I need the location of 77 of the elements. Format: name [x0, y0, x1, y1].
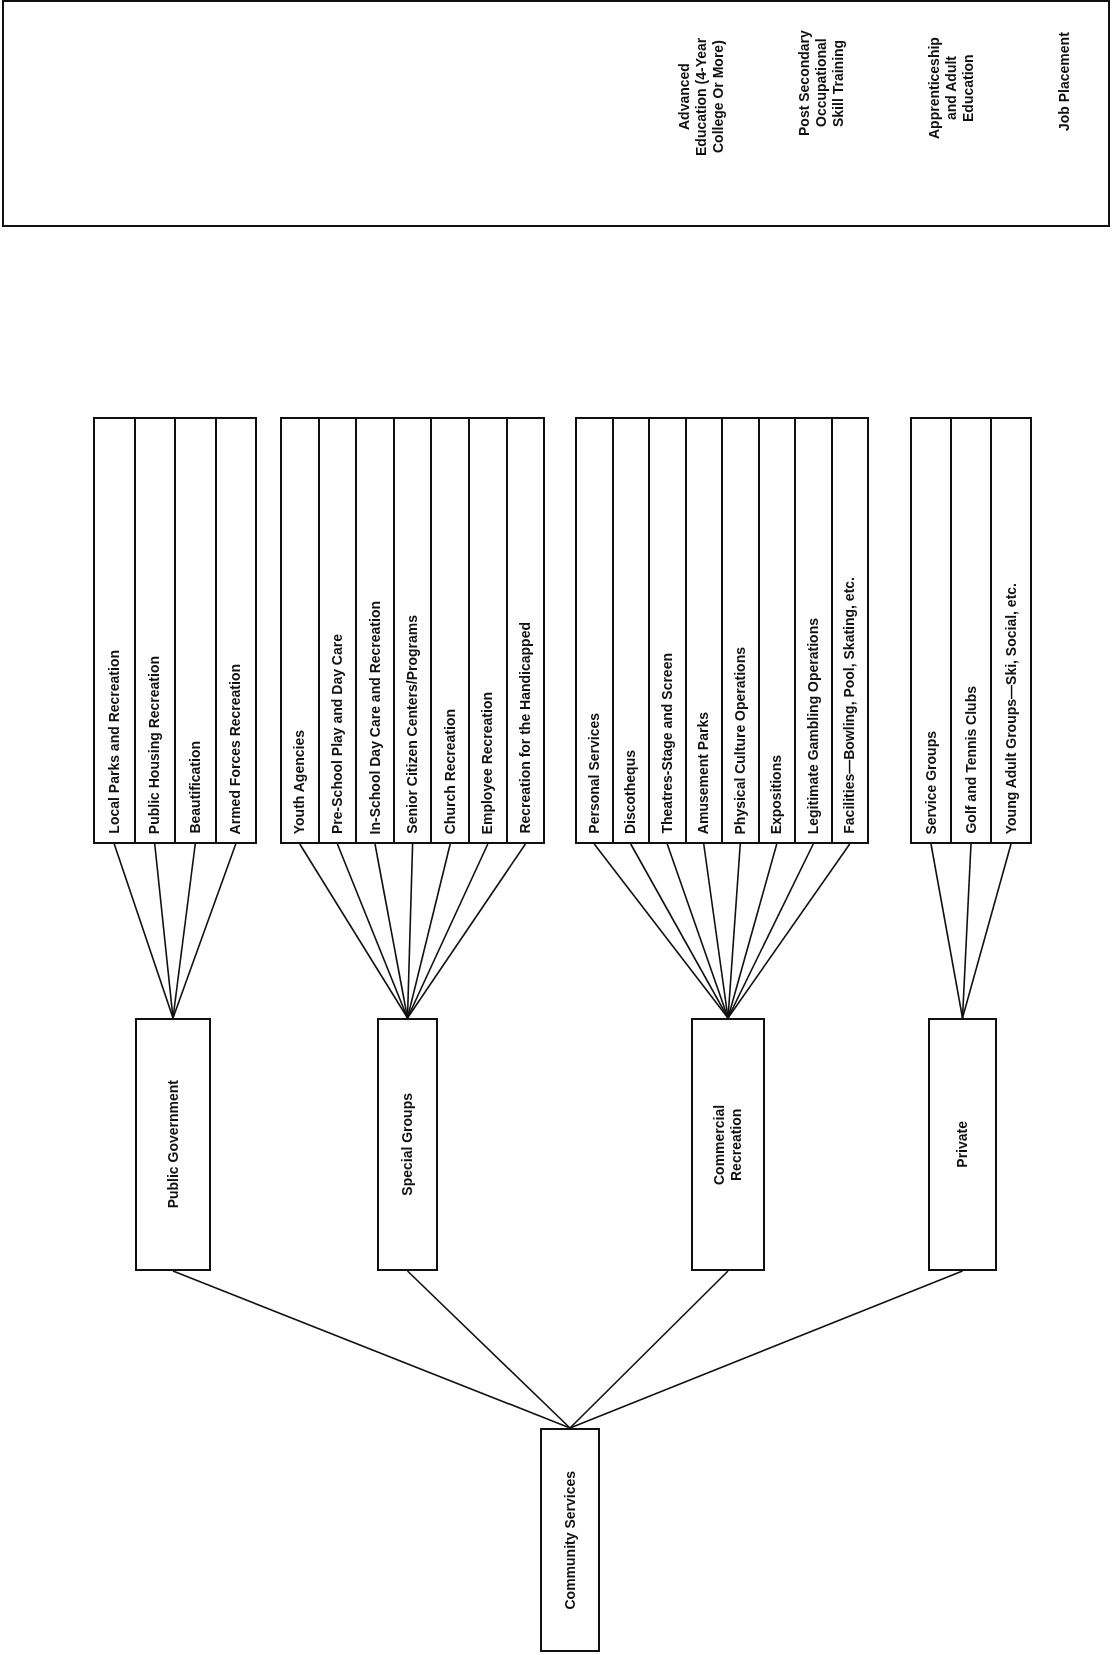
connector-line	[930, 843, 964, 1019]
item-label: Public Housing Recreation	[146, 655, 164, 834]
item-label: Pre-School Play and Day Care	[329, 634, 346, 834]
list-item-box	[280, 417, 320, 844]
header-panel	[2, 0, 1110, 227]
connector-line	[593, 843, 729, 1019]
item-label: Local Parks and Recreation	[105, 650, 123, 834]
connector-line	[113, 843, 174, 1019]
connector-line	[569, 1270, 729, 1429]
connector-line	[727, 843, 851, 1019]
connector-line	[406, 843, 527, 1019]
list-item-box	[317, 417, 358, 844]
connector-line	[406, 1270, 571, 1429]
list-item-box	[355, 417, 395, 844]
column-heading: Apprenticeship and Adult Education	[926, 36, 977, 141]
connector-line	[172, 1270, 571, 1429]
list-item-box	[468, 417, 508, 844]
list-item-box	[648, 417, 687, 844]
list-item-box	[505, 417, 546, 844]
list-item-box	[430, 417, 470, 844]
item-label: Personal Services	[585, 713, 603, 834]
list-item-box	[910, 417, 952, 844]
list-item-box	[684, 417, 723, 844]
category-box	[928, 1018, 997, 1271]
connector-line	[336, 843, 409, 1019]
list-item-box	[757, 417, 796, 844]
column-heading: Post Secondary Occupational Skill Training	[796, 29, 847, 138]
item-label: Expositions	[768, 754, 786, 834]
item-label: Beautification	[186, 741, 204, 834]
connector-line	[666, 843, 729, 1019]
list-item-box	[392, 417, 433, 844]
item-label: Senior Citizen Centers/Programs	[404, 615, 421, 834]
item-label: Facilities—Bowling, Pool, Skating, etc.	[841, 577, 859, 834]
list-item-box	[990, 417, 1032, 844]
category-label: Commercial Recreation	[711, 1103, 745, 1187]
list-item-box	[174, 417, 217, 844]
connector-line	[629, 843, 729, 1019]
item-label: Theatres-Stage and Screen	[658, 653, 676, 834]
item-label: Young Adult Groups—Ski, Social, etc.	[1002, 582, 1020, 834]
item-label: Golf and Tennis Clubs	[962, 686, 980, 834]
column-heading: Advanced Education (4-Year College Or More)	[676, 37, 727, 157]
item-label: Youth Agencies	[291, 729, 309, 834]
item-label: Armed Forces Recreation	[227, 663, 245, 834]
category-box	[377, 1018, 438, 1271]
list-item-box	[214, 417, 257, 844]
list-item-box	[830, 417, 869, 844]
connector-line	[569, 1270, 964, 1429]
item-label: Church Recreation	[441, 708, 459, 834]
connector-line	[299, 843, 409, 1019]
category-box	[135, 1018, 211, 1271]
item-label: Employee Recreation	[479, 691, 497, 834]
category-label: Special Groups	[399, 1093, 416, 1196]
list-item-box	[93, 417, 136, 844]
column-heading: Job Placement	[1056, 32, 1073, 132]
list-item-box	[721, 417, 760, 844]
connector-line	[172, 843, 237, 1019]
category-label: Private	[954, 1121, 971, 1168]
connector-line	[172, 843, 197, 1019]
item-label: Physical Culture Operations	[731, 646, 749, 834]
category-label: Community Services	[561, 1470, 579, 1610]
item-label: Amusement Parks	[695, 711, 713, 834]
item-label: In-School Day Care and Recreation	[366, 600, 384, 834]
connector-line	[727, 843, 815, 1019]
list-item-box	[950, 417, 992, 844]
item-label: Legitimate Gambling Operations	[804, 617, 822, 834]
category-box	[540, 1428, 600, 1652]
item-label: Discothequs	[622, 750, 640, 834]
category-box	[691, 1018, 765, 1271]
list-item-box	[794, 417, 833, 844]
item-label: Service Groups	[922, 730, 940, 834]
connector-line	[406, 843, 489, 1019]
list-item-box	[611, 417, 650, 844]
item-label: Recreation for the Handicapped	[517, 622, 534, 834]
list-item-box	[575, 417, 614, 844]
list-item-box	[133, 417, 176, 844]
category-label: Public Government	[164, 1080, 182, 1209]
connector-line	[961, 843, 1012, 1019]
